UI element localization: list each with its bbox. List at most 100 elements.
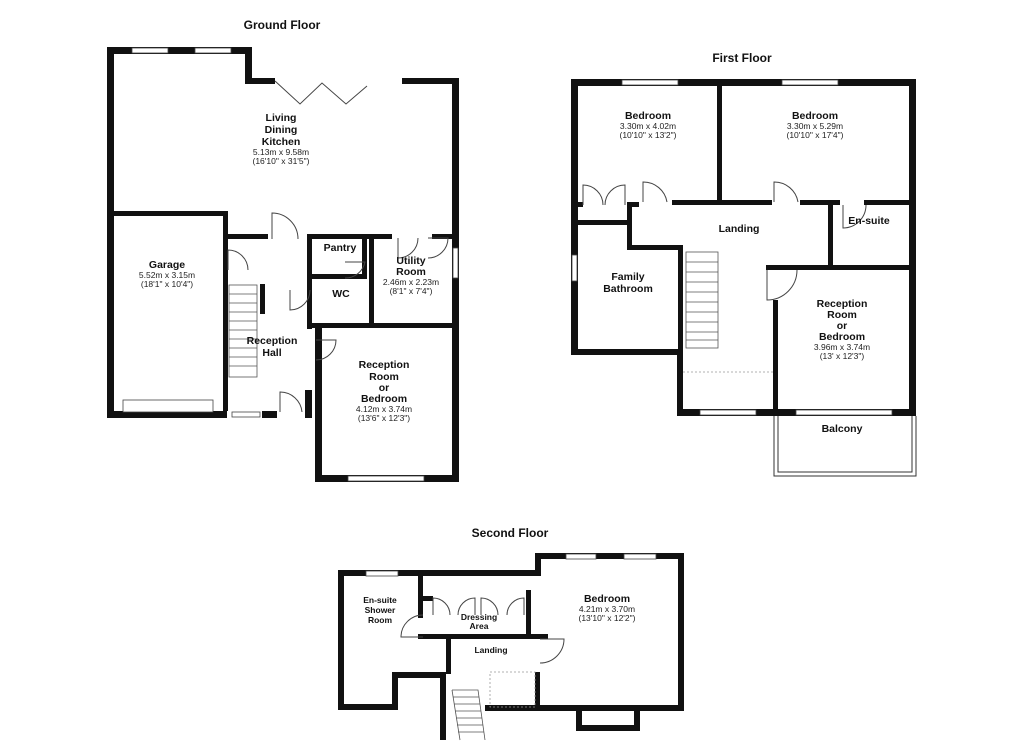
reception-label-1: Reception <box>817 298 868 310</box>
wall <box>338 570 538 576</box>
front-door <box>279 391 303 413</box>
hall-label-1: Reception <box>247 335 298 347</box>
wardrobe-door <box>457 597 476 616</box>
reception-label-3: or <box>379 382 390 394</box>
staircase <box>683 251 773 373</box>
wall <box>262 411 277 418</box>
ground-floor-plan: Living Dining Kitchen 5.13m x 9.58m (16'… <box>107 47 459 482</box>
reception-label-4: Bedroom <box>819 331 865 343</box>
window <box>781 79 839 86</box>
wall <box>535 672 540 710</box>
wall <box>440 672 446 740</box>
bedroom1-dim-imperial: (10'10" x 13'2") <box>619 130 676 140</box>
wall <box>672 200 772 205</box>
utility-dim-metric: 2.46m x 2.23m <box>383 277 439 287</box>
door <box>271 212 299 240</box>
first-floor-plan: Bedroom 3.30m x 4.02m (10'10" x 13'2") B… <box>571 79 917 477</box>
door <box>289 289 311 311</box>
wall <box>369 234 374 326</box>
wall <box>446 634 451 674</box>
wall <box>571 349 683 355</box>
wall <box>362 234 367 278</box>
reception-label-4: Bedroom <box>361 393 407 405</box>
wall <box>773 300 778 416</box>
balcony-outline <box>773 416 917 477</box>
door <box>773 181 799 203</box>
living-label-3: Kitchen <box>262 136 301 148</box>
wall <box>538 553 684 559</box>
bathroom-label-2: Bathroom <box>603 283 653 295</box>
wall <box>677 349 683 416</box>
bedroom-label: Bedroom <box>584 593 630 605</box>
door <box>842 204 867 229</box>
wall <box>627 202 639 207</box>
second-floor-plan: En-suite Shower Room Dressing Area Landi… <box>338 553 684 741</box>
door <box>766 269 798 301</box>
bedroom2-label: Bedroom <box>792 110 838 122</box>
dressing-label-2: Area <box>470 621 489 631</box>
wall <box>578 220 632 225</box>
window <box>795 409 893 416</box>
window <box>571 254 578 282</box>
wall <box>864 200 916 205</box>
wall <box>223 211 228 411</box>
door <box>582 184 604 206</box>
dressing-label-1: Dressing <box>461 612 497 622</box>
window <box>365 570 399 577</box>
staircase <box>228 284 258 378</box>
wall <box>307 234 392 239</box>
wall <box>418 596 433 601</box>
wall <box>485 705 684 711</box>
wall <box>634 705 640 731</box>
living-label-1: Living <box>266 112 297 124</box>
wall <box>260 284 265 314</box>
wall <box>392 672 398 710</box>
bedroom1-label: Bedroom <box>625 110 671 122</box>
shower-label-2: Shower <box>365 605 396 615</box>
wall <box>223 234 268 239</box>
garage-dim-imperial: (18'1" x 10'4") <box>141 279 193 289</box>
wardrobe-door <box>432 597 451 616</box>
window <box>565 553 597 560</box>
window <box>623 553 657 560</box>
shower-label-3: Room <box>368 615 393 625</box>
wall <box>338 570 344 710</box>
wall <box>576 705 582 731</box>
wall <box>678 553 684 711</box>
ensuite-label: En-suite <box>848 215 890 227</box>
reception-dim-metric: 3.96m x 3.74m <box>814 342 870 352</box>
window <box>131 47 169 54</box>
living-dim-imperial: (16'10" x 31'5") <box>252 156 309 166</box>
wall <box>392 672 446 678</box>
window <box>621 79 679 86</box>
door <box>344 261 366 279</box>
door <box>400 614 424 638</box>
wall <box>307 323 459 328</box>
garage-door <box>122 399 214 413</box>
second-floor-title: Second Floor <box>472 526 549 540</box>
wall <box>418 570 423 618</box>
door <box>642 181 668 203</box>
wall <box>571 202 583 207</box>
shower-label-1: En-suite <box>363 595 397 605</box>
wall <box>627 202 632 249</box>
wall <box>571 79 578 355</box>
bedroom2-dim-imperial: (10'10" x 17'4") <box>786 130 843 140</box>
bedroom-dim-metric: 4.21m x 3.70m <box>579 604 635 614</box>
balcony-label: Balcony <box>822 423 863 435</box>
window <box>699 409 757 416</box>
wall <box>107 211 228 216</box>
wall <box>627 245 683 250</box>
living-dim-metric: 5.13m x 9.58m <box>253 147 309 157</box>
wall <box>678 245 683 353</box>
reception-label-1: Reception <box>359 359 410 371</box>
wall <box>245 47 252 83</box>
door <box>397 237 419 259</box>
reception-label-3: or <box>837 320 848 332</box>
living-label-2: Dining <box>265 124 298 136</box>
wall <box>452 78 459 482</box>
wall <box>245 78 275 84</box>
reception-label-2: Room <box>827 309 857 321</box>
wall <box>305 390 312 418</box>
